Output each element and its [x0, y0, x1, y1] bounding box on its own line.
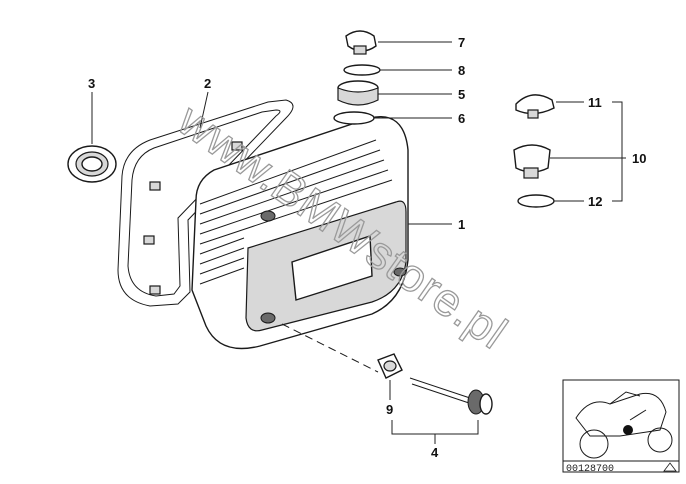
reference-code: 00128700 — [566, 464, 614, 475]
warning-triangle-icon — [663, 462, 677, 472]
part-label-4: 4 — [431, 445, 439, 460]
part-label-5: 5 — [458, 87, 465, 102]
motorcycle-thumbnail: 00128700 — [562, 379, 680, 475]
leader-lines — [91, 41, 626, 444]
location-marker-icon — [623, 425, 633, 435]
part-label-1: 1 — [458, 217, 465, 232]
part-label-6: 6 — [458, 111, 465, 126]
part-label-3: 3 — [88, 76, 95, 91]
part-label-8: 8 — [458, 63, 465, 78]
rubber-grommet — [377, 353, 403, 379]
oil-filler-cap-assembly — [333, 30, 381, 125]
part-label-2: 2 — [204, 76, 211, 91]
part-label-9: 9 — [386, 402, 393, 417]
valve-cover — [191, 116, 409, 373]
breather-cap-assembly — [513, 94, 555, 208]
part-label-7: 7 — [458, 35, 465, 50]
cover-bolt — [409, 377, 493, 415]
part-labels: 3 2 7 8 5 6 1 11 10 12 9 4 — [88, 35, 646, 460]
part-label-10: 10 — [632, 151, 646, 166]
valve-cover-gasket — [117, 99, 294, 307]
part-label-11: 11 — [588, 95, 602, 110]
seal-ring — [67, 145, 117, 183]
part-label-12: 12 — [588, 194, 602, 209]
